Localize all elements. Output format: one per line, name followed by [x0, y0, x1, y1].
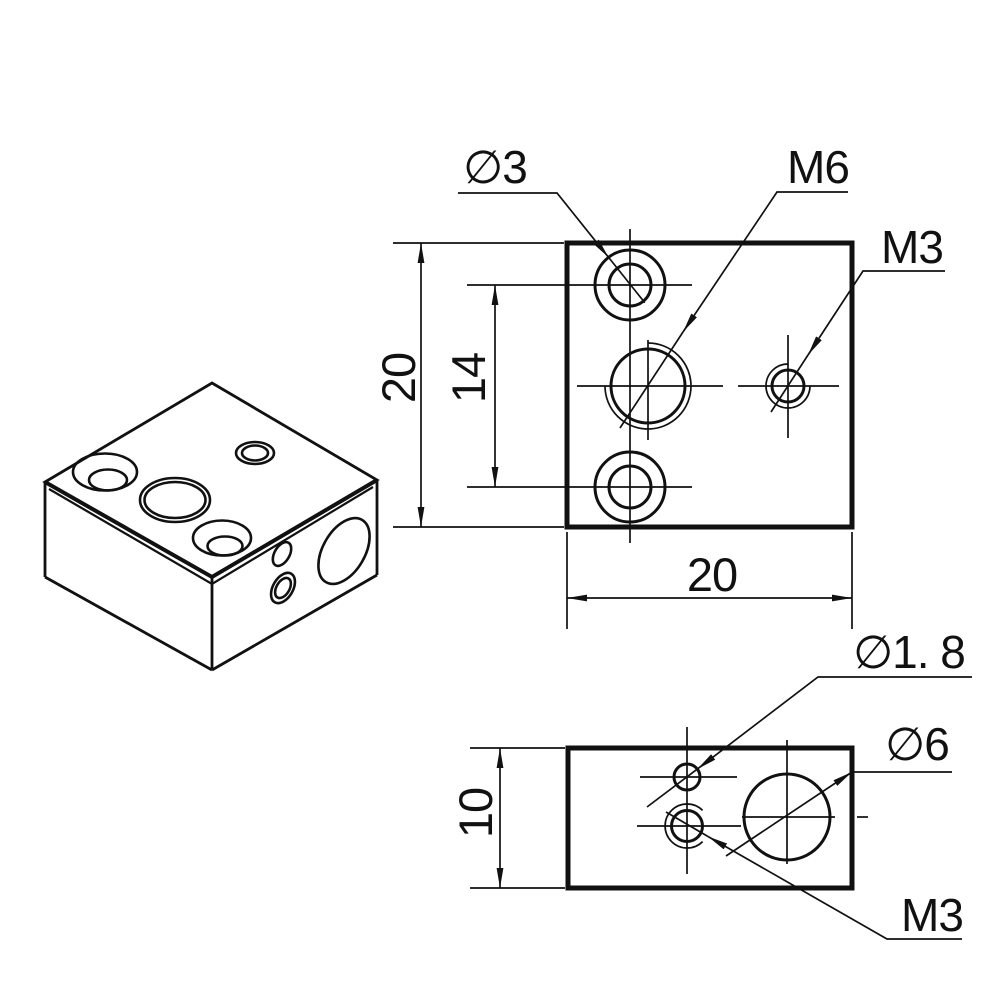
iso-counterbore-hole-1-inner [87, 468, 129, 492]
dim-text-thickness: 10 [449, 788, 502, 838]
leader-m3-side: M3 [665, 811, 964, 941]
iso-m6-hole-inner [143, 480, 207, 520]
iso-top-near-edges [44, 478, 379, 580]
front-m3-thread-arc [765, 363, 811, 409]
leader-line [696, 676, 972, 770]
leader-line-through [607, 256, 646, 304]
leader-line [682, 191, 848, 333]
iso-m6-hole-outer [138, 476, 212, 524]
label-counterbore-dia: ∅3 [463, 141, 527, 193]
iso-top-face [42, 381, 380, 579]
iso-bottom-right-edge [211, 573, 378, 672]
label-m6: M6 [787, 141, 849, 193]
label-m3-front: M3 [881, 221, 943, 273]
leader-line [807, 270, 945, 356]
iso-m3-side-hole-inner [273, 576, 293, 600]
iso-heater-hole [317, 516, 371, 586]
leader-m6: M6 [619, 141, 850, 429]
dimension-front-height-20: 20 [372, 242, 564, 528]
leader-line [458, 192, 610, 258]
leader-m3-front: M3 [770, 221, 945, 413]
front-outline [564, 240, 855, 530]
leader-line-through [619, 331, 684, 429]
iso-bottom-left-edge [44, 575, 213, 672]
leader-line [707, 835, 962, 940]
dimension-front-width-20: 20 [566, 532, 853, 629]
dimension-hole-spacing-14: 14 [442, 285, 499, 487]
leader-small-hole-dia: ∅1. 8 [646, 626, 972, 808]
dim-text-height: 20 [372, 353, 425, 403]
iso-m3-side-hole-outer [269, 571, 297, 605]
dimension-thickness-10: 10 [449, 747, 565, 889]
leader-counterbore-dia: ∅3 [458, 141, 646, 304]
dim-text-spacing: 14 [442, 353, 495, 403]
side-outline [565, 745, 855, 891]
label-small-hole-dia: ∅1. 8 [853, 626, 965, 678]
leader-line-through [725, 771, 853, 857]
leader-line-through [665, 811, 709, 838]
iso-m3-top-hole-outer [234, 440, 276, 466]
leader-line-through [770, 354, 809, 413]
leader-heater-dia: ∅6 [725, 718, 952, 857]
iso-counterbore-hole-2-inner [206, 535, 244, 557]
label-heater-dia: ∅6 [885, 718, 949, 770]
isometric-view [42, 381, 380, 672]
dim-text-width: 20 [687, 548, 737, 601]
iso-small-hole [271, 540, 293, 568]
label-m3-side: M3 [901, 889, 963, 941]
side-view [565, 727, 868, 891]
front-m6-thread-arc [604, 342, 692, 430]
leader-line-through [646, 768, 698, 808]
iso-counterbore-hole-1-outer [71, 452, 139, 492]
iso-m3-top-hole-inner [240, 444, 270, 462]
front-view [467, 229, 855, 543]
